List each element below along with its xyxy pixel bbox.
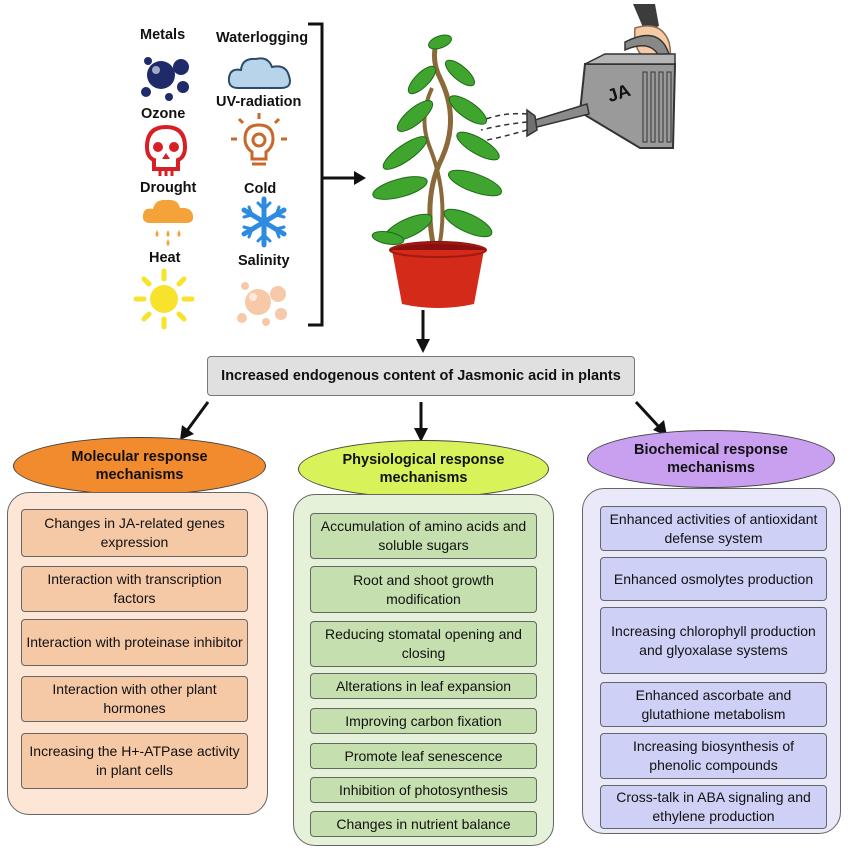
physiological-header: Physiological response mechanisms bbox=[298, 440, 549, 498]
physiological-item: Inhibition of photosynthesis bbox=[310, 777, 537, 803]
stressor-label-waterlogging: Waterlogging bbox=[216, 30, 309, 46]
stressor-label-salinity: Salinity bbox=[238, 253, 290, 269]
watering-can-icon bbox=[480, 4, 677, 149]
biochemical-title: Biochemical response mechanisms bbox=[634, 442, 788, 476]
central-box: Increased endogenous content of Jasmonic… bbox=[207, 356, 635, 396]
biochemical-item: Increasing biosynthesis of phenolic comp… bbox=[600, 733, 827, 779]
molecular-item: Interaction with transcription factors bbox=[21, 566, 248, 612]
molecular-item: Interaction with other plant hormones bbox=[21, 676, 248, 722]
salinity-bubbles-icon bbox=[237, 282, 287, 326]
biochemical-item: Enhanced osmolytes production bbox=[600, 557, 827, 601]
stress-bracket bbox=[308, 22, 366, 327]
uv-lightbulb-icon bbox=[231, 113, 287, 166]
physiological-item: Changes in nutrient balance bbox=[310, 811, 537, 837]
biochemical-header: Biochemical response mechanisms bbox=[587, 430, 835, 488]
skull-icon bbox=[144, 125, 188, 176]
snowflake-icon bbox=[241, 196, 287, 248]
metals-icon bbox=[141, 57, 189, 101]
arrow-plant-to-box bbox=[416, 310, 430, 353]
plant-icon bbox=[371, 34, 502, 308]
physiological-item: Reducing stomatal opening and closing bbox=[310, 621, 537, 667]
physiological-item: Accumulation of amino acids and soluble … bbox=[310, 513, 537, 559]
molecular-item: Interaction with proteinase inhibitor bbox=[21, 619, 248, 666]
cloud-icon bbox=[227, 57, 291, 89]
physiological-column: Accumulation of amino acids and soluble … bbox=[293, 494, 554, 846]
molecular-column: Changes in JA-related genes expression I… bbox=[7, 492, 268, 815]
stressor-label-ozone: Ozone bbox=[141, 106, 186, 122]
biochemical-item: Cross-talk in ABA signaling and ethylene… bbox=[600, 785, 827, 829]
stressor-label-metals: Metals bbox=[140, 27, 186, 43]
stressor-label-heat: Heat bbox=[149, 250, 181, 266]
physiological-item: Root and shoot growth modification bbox=[310, 566, 537, 613]
biochemical-item: Enhanced ascorbate and glutathione metab… bbox=[600, 682, 827, 727]
molecular-item: Increasing the H+-ATPase activity in pla… bbox=[21, 733, 248, 789]
physiological-item: Alterations in leaf expansion bbox=[310, 673, 537, 699]
physiological-item: Promote leaf senescence bbox=[310, 743, 537, 769]
molecular-header: Molecular response mechanisms bbox=[13, 437, 266, 495]
physiological-title: Physiological response mechanisms bbox=[342, 452, 505, 486]
biochemical-item: Increasing chlorophyll production and gl… bbox=[600, 607, 827, 674]
molecular-title: Molecular response mechanisms bbox=[71, 449, 208, 483]
sun-icon bbox=[133, 268, 195, 330]
stressor-label-uv-radiation: UV-radiation bbox=[216, 94, 302, 110]
stressor-label-cold: Cold bbox=[244, 181, 277, 197]
stressor-label-drought: Drought bbox=[140, 180, 197, 196]
physiological-item: Improving carbon fixation bbox=[310, 708, 537, 734]
biochemical-item: Enhanced activities of antioxidant defen… bbox=[600, 506, 827, 551]
biochemical-column: Enhanced activities of antioxidant defen… bbox=[582, 488, 841, 834]
molecular-item: Changes in JA-related genes expression bbox=[21, 509, 248, 557]
drought-cloud-icon bbox=[142, 199, 194, 246]
